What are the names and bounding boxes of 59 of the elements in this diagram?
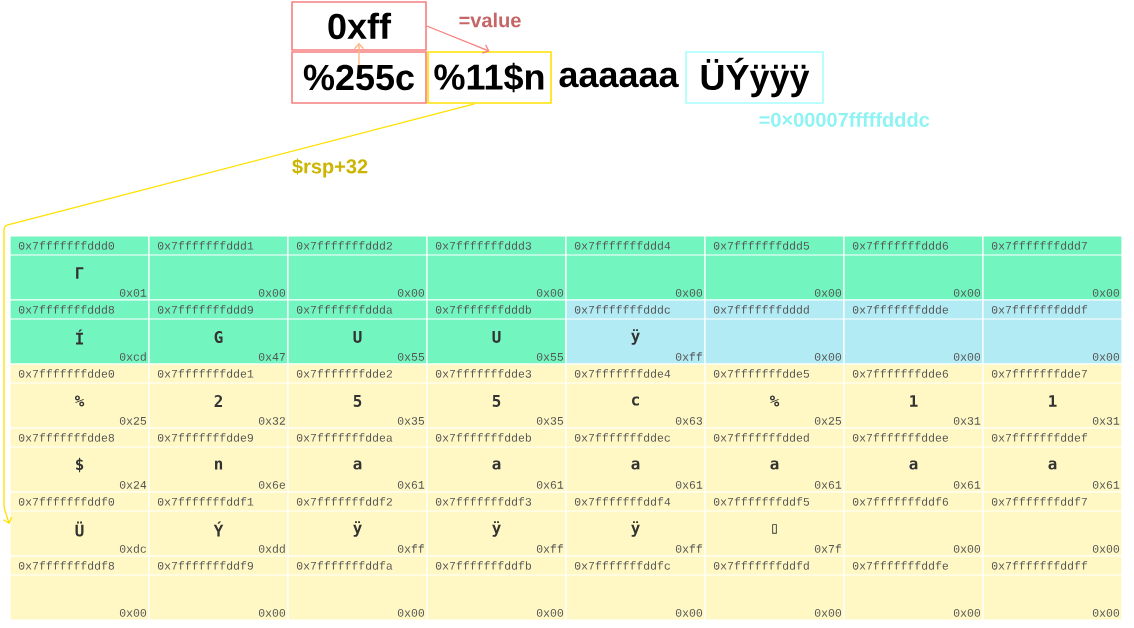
memory-cell: 0x7fffffffddfc 0x00 xyxy=(565,555,706,621)
memory-cell: 0x7fffffffddde 0x00 xyxy=(843,299,984,365)
memory-cell: 0x7fffffffddf3 ÿ 0xff xyxy=(426,491,567,557)
memory-cell: 0x7fffffffddd2 0x00 xyxy=(287,235,428,301)
memory-cell: 0x7fffffffddf9 0x00 xyxy=(148,555,289,621)
memory-cell: 0x7fffffffddd1 0x00 xyxy=(148,235,289,301)
memory-cell: 0x7fffffffddef a 0x61 xyxy=(982,427,1123,493)
memory-cell: 0x7fffffffdddc ÿ 0xff xyxy=(565,299,706,365)
memory-cell: 0x7fffffffdddd 0x00 xyxy=(704,299,845,365)
edge-label: $rsp+32 xyxy=(290,157,370,179)
string-box: ÜÝÿÿÿ xyxy=(685,51,824,104)
memory-cell: 0x7fffffffdde9 n 0x6e xyxy=(148,427,289,493)
memory-cell: 0x7fffffffddf8 0x00 xyxy=(9,555,150,621)
memory-cell: 0x7fffffffddf2 ÿ 0xff xyxy=(287,491,428,557)
memory-cell: 0x7fffffffddeb a 0x61 xyxy=(426,427,567,493)
memory-cell: 0x7fffffffddd3 0x00 xyxy=(426,235,567,301)
memory-cell: 0x7fffffffdded a 0x61 xyxy=(704,427,845,493)
arrow xyxy=(426,25,490,54)
memory-cell: 0x7fffffffdde3 5 0x35 xyxy=(426,363,567,429)
memory-cell: 0x7fffffffddd5 0x00 xyxy=(704,235,845,301)
memory-cell: 0x7fffffffddd8 Í 0xcd xyxy=(9,299,150,365)
memory-cell: 0x7fffffffdde5 % 0x25 xyxy=(704,363,845,429)
memory-cell: 0x7fffffffdde8 $ 0x24 xyxy=(9,427,150,493)
memory-cell: 0x7fffffffdde0 % 0x25 xyxy=(9,363,150,429)
memory-cell: 0x7fffffffddf0 Ü 0xdc xyxy=(9,491,150,557)
memory-cell: 0x7fffffffdde2 5 0x35 xyxy=(287,363,428,429)
memory-cell: 0x7fffffffddfe 0x00 xyxy=(843,555,984,621)
edge-label: =value xyxy=(457,11,523,29)
memory-cell: 0x7fffffffdddf 0x00 xyxy=(982,299,1123,365)
memory-cell: 0x7fffffffddd0 Γ 0x01 xyxy=(9,235,150,301)
memory-cell: 0x7fffffffddd9 G 0x47 xyxy=(148,299,289,365)
memory-cell: 0x7fffffffddf7 0x00 xyxy=(982,491,1123,557)
arrow xyxy=(2,103,476,524)
memory-cell: 0x7fffffffddfb 0x00 xyxy=(426,555,567,621)
memory-cell: 0x7fffffffddfa 0x00 xyxy=(287,555,428,621)
memory-cell: 0x7fffffffddf1 Ý 0xdd xyxy=(148,491,289,557)
memory-cell: 0x7fffffffdde7 1 0x31 xyxy=(982,363,1123,429)
memory-cell: 0x7fffffffddfd 0x00 xyxy=(704,555,845,621)
memory-cell: 0x7fffffffdde6 1 0x31 xyxy=(843,363,984,429)
memory-cell: 0x7fffffffddea a 0x61 xyxy=(287,427,428,493)
memory-cell: 0x7fffffffddee a 0x61 xyxy=(843,427,984,493)
memory-cell: 0x7fffffffddd4 0x00 xyxy=(565,235,706,301)
memory-cell: 0x7fffffffddd6 0x00 xyxy=(843,235,984,301)
memory-cell: 0x7fffffffdddb U 0x55 xyxy=(426,299,567,365)
string-box: %11$n xyxy=(427,51,552,104)
annotation-text: =0×00007fffffdddc xyxy=(759,112,930,127)
memory-cell: 0x7fffffffdde1 2 0x32 xyxy=(148,363,289,429)
memory-cell: 0x7fffffffddf6 0x00 xyxy=(843,491,984,557)
memory-cell: 0x7fffffffddd7 0x00 xyxy=(982,235,1123,301)
string-text: aaaaaa xyxy=(559,67,679,88)
memory-cell: 0x7fffffffddf5 ▯ 0x7f xyxy=(704,491,845,557)
string-box: %255c xyxy=(291,51,427,104)
memory-cell: 0x7fffffffddec a 0x61 xyxy=(565,427,706,493)
memory-cell: 0x7fffffffdde4 c 0x63 xyxy=(565,363,706,429)
string-box: 0xff xyxy=(291,1,427,51)
arrow xyxy=(353,42,365,66)
memory-cell: 0x7fffffffddff 0x00 xyxy=(982,555,1123,621)
memory-cell: 0x7fffffffddf4 ÿ 0xff xyxy=(565,491,706,557)
memory-cell: 0x7fffffffddda U 0x55 xyxy=(287,299,428,365)
